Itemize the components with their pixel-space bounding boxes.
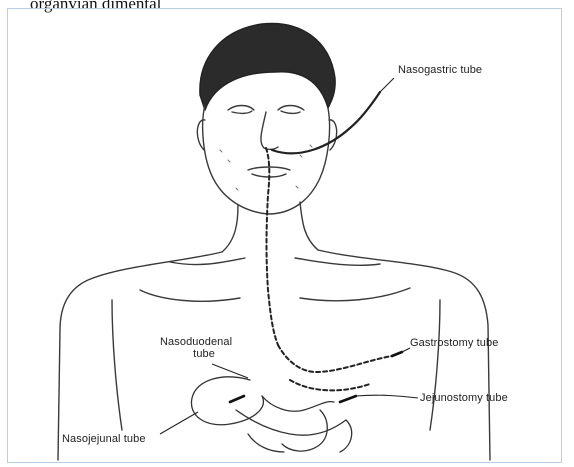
label-jejunostomy-tube: Jejunostomy tube bbox=[420, 392, 508, 404]
intestine-coil-2 bbox=[236, 410, 346, 435]
nose bbox=[261, 112, 278, 149]
label-nasoduodenal-line1: Nasoduodenal bbox=[160, 336, 232, 348]
right-eye bbox=[278, 106, 304, 114]
neck-left bbox=[222, 205, 238, 252]
head-outline bbox=[203, 105, 330, 214]
pectoral-right bbox=[300, 288, 410, 301]
duodenum-loop bbox=[191, 377, 263, 425]
intestine-coil-1 bbox=[262, 396, 334, 411]
jejunostomy-entry bbox=[340, 396, 356, 402]
label-nasojejunal-tube: Nasojejunal tube bbox=[62, 433, 146, 445]
leader-jejunostomy bbox=[356, 395, 418, 398]
right-torso-side bbox=[430, 300, 440, 430]
intestine-coil-4 bbox=[340, 420, 352, 452]
right-shoulder bbox=[318, 250, 490, 460]
leader-nasogastric bbox=[380, 78, 394, 92]
leader-nasoduodenal bbox=[212, 364, 248, 378]
collar-right bbox=[295, 258, 380, 265]
label-nasogastric-tube: Nasogastric tube bbox=[398, 64, 482, 76]
left-torso-side bbox=[112, 300, 122, 430]
label-gastrostomy-tube: Gastrostomy tube bbox=[410, 337, 498, 349]
left-eye bbox=[228, 106, 254, 114]
label-nasoduodenal-tube: Nasoduodenal tube bbox=[160, 336, 232, 360]
intestine-coil-5 bbox=[248, 434, 284, 452]
nasoduodenal-tip bbox=[230, 396, 244, 402]
gastrostomy-entry bbox=[392, 352, 402, 356]
stomach-outline bbox=[278, 345, 392, 372]
hair bbox=[200, 23, 335, 110]
intestine-coil-3 bbox=[282, 410, 327, 451]
label-nasoduodenal-line2: tube bbox=[160, 348, 232, 360]
neck-right bbox=[300, 202, 318, 250]
stomach-lower bbox=[290, 380, 370, 390]
leader-nasojejunal bbox=[160, 412, 198, 434]
pectoral-left bbox=[140, 290, 240, 301]
leader-gastrostomy bbox=[402, 348, 410, 352]
